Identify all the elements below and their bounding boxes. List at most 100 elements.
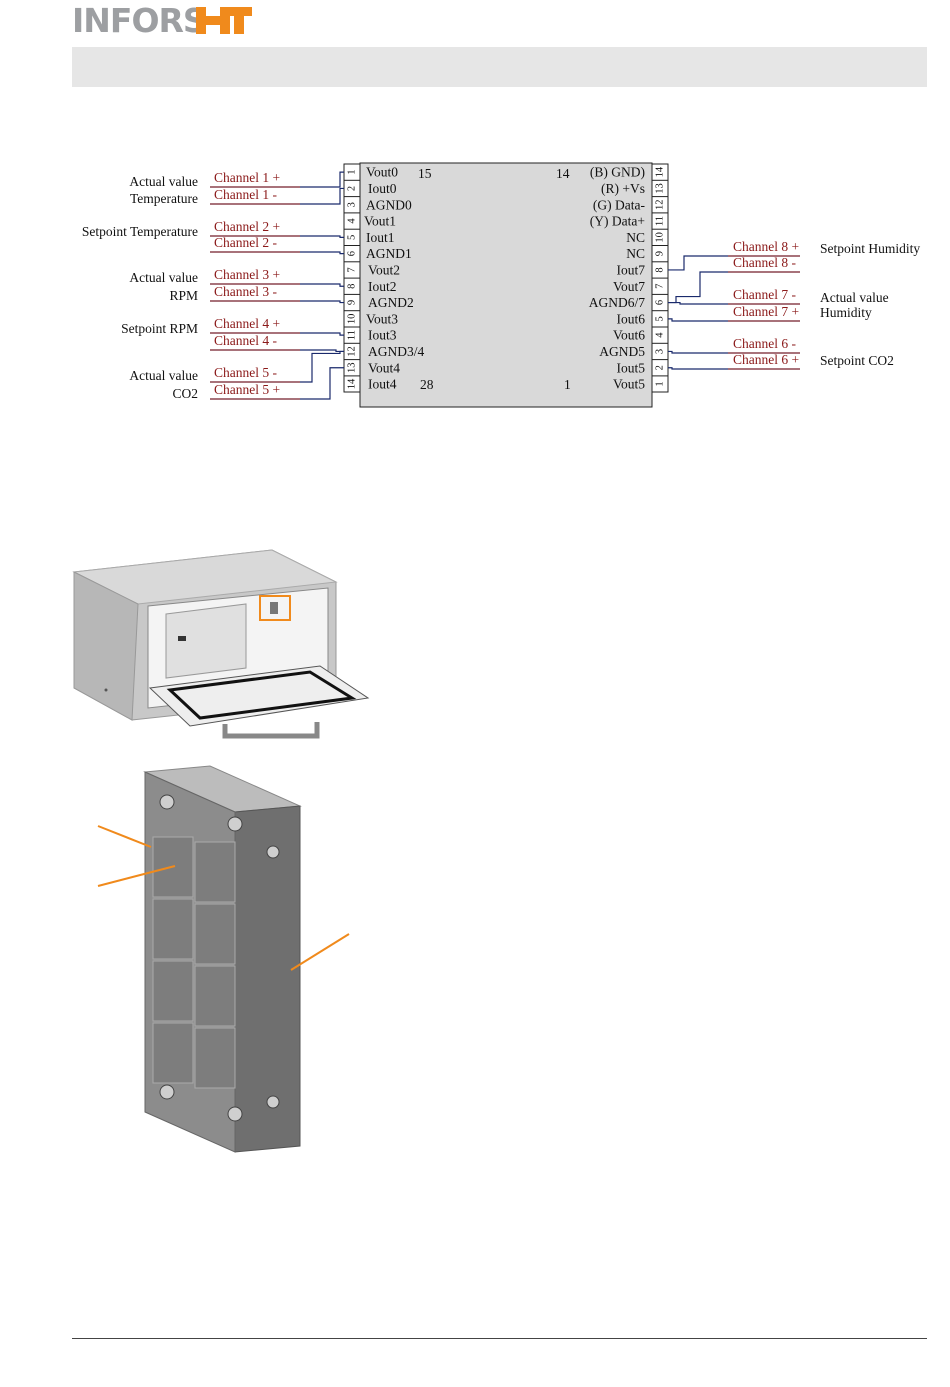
left-pin-label: Iout0 [368,181,397,196]
right-signal-label: Setpoint Humidity [820,241,920,256]
left-pin-label: Vout1 [364,214,396,229]
callout-line-2 [97,865,176,887]
right-pin-label: AGND6/7 [589,295,645,310]
right-pin-number: 4 [655,332,666,338]
right-pin-label: Vout6 [613,328,645,343]
left-corner-bottom: 28 [420,377,434,392]
left-channel-label: Channel 1 - [214,187,277,202]
left-channel-labels: Channel 1 +Channel 1 -Channel 2 +Channel… [210,170,300,400]
left-signal-label: Actual value [129,270,198,285]
right-pin-number: 13 [655,183,666,194]
right-pin-number: 3 [655,349,666,354]
left-pin-number: 11 [347,330,358,340]
right-pin-number: 6 [655,300,666,305]
left-channel-label: Channel 5 + [214,382,280,397]
right-channel-label: Channel 7 - [733,287,796,302]
right-channel-label: Channel 8 + [733,239,799,254]
right-pin-label: (B) GND) [590,165,645,180]
left-pin-label: Iout4 [368,377,397,392]
left-pin-label: Iout1 [366,230,395,245]
left-pin-number: 13 [347,363,358,374]
right-pin-number: 12 [655,200,666,211]
right-pin-label: Iout6 [617,311,646,326]
right-channel-label: Channel 6 - [733,336,796,351]
left-channel-label: Channel 3 + [214,267,280,282]
right-pin-label: Vout7 [613,279,645,294]
left-channel-label: Channel 4 + [214,316,280,331]
left-pin-number: 12 [347,346,358,357]
grid-insert [152,836,236,1089]
right-pin-number: 14 [655,166,666,177]
right-pin-number: 1 [655,381,666,386]
left-channel-label: Channel 2 - [214,235,277,250]
left-signal-label: Temperature [130,191,198,206]
left-pin-number: 8 [347,284,358,289]
right-channel-labels: Channel 8 +Channel 8 -Channel 7 -Channel… [728,239,800,370]
left-signal-label: Actual value [129,174,198,189]
left-pin-number: 9 [347,300,358,305]
right-pin-label: Iout5 [617,360,646,375]
right-pin-label: NC [626,246,645,261]
right-pin-label: (R) +Vs [601,181,645,196]
left-pin-label: AGND1 [366,246,412,261]
right-pin-label: (Y) Data+ [590,214,645,229]
right-pin-number: 8 [655,267,666,272]
connector-plug-illustration [97,765,350,1153]
left-pin-label: AGND3/4 [368,344,424,359]
left-pin-number: 7 [347,267,358,272]
ht-logo-mark [196,7,252,34]
right-pin-number: 10 [655,232,666,243]
left-pin-number: 14 [347,378,358,389]
callout-line-1 [97,825,152,848]
footer-rule [72,1338,927,1339]
right-corner-bottom: 1 [564,377,571,392]
right-pin-strip: 14 13 12 11 10 9 8 7 6 5 4 3 2 1 [652,166,668,387]
left-pin-number: 2 [347,186,358,191]
right-corner-top: 14 [556,166,570,181]
right-pin-number: 5 [655,316,666,321]
left-pin-number: 4 [347,218,358,224]
left-corner-top: 15 [418,166,432,181]
right-signal-label: Setpoint CO2 [820,353,894,368]
right-pin-number: 2 [655,365,666,370]
left-pin-label: AGND2 [368,295,414,310]
screw-holes [159,794,280,1122]
right-channel-label: Channel 7 + [733,304,799,319]
left-pin-label: Vout0 [366,165,398,180]
right-pin-number: 9 [655,251,666,256]
device-open-door-illustration [72,549,370,739]
left-pin-number: 6 [347,251,358,256]
left-channel-label: Channel 5 - [214,365,277,380]
left-pin-labels: Vout0Iout0AGND0Vout1Iout1AGND1Vout2Iout2… [364,165,424,392]
right-pin-label: (G) Data- [593,197,646,212]
left-pin-label: Vout3 [366,311,398,326]
right-pin-label: Vout5 [613,377,645,392]
right-channel-label: Channel 6 + [733,352,799,367]
right-pin-number: 7 [655,284,666,289]
left-signal-label: Actual value [129,368,198,383]
right-pin-label: Iout7 [617,262,646,277]
left-pin-label: AGND0 [366,197,412,212]
left-signal-label: Setpoint Temperature [82,224,198,239]
right-pin-number: 11 [655,216,666,226]
left-pin-number: 5 [347,235,358,240]
left-signal-label: RPM [169,288,198,303]
callout-line-3 [290,933,350,971]
right-pin-labels: (B) GND)(R) +Vs(G) Data-(Y) Data+NCNCIou… [589,165,646,392]
left-pin-label: Vout2 [368,262,400,277]
logo-text: INFORS [72,2,206,38]
left-channel-label: Channel 4 - [214,333,277,348]
left-signal-label: Setpoint RPM [121,321,198,336]
left-pin-label: Iout3 [368,328,397,343]
right-pin-label: NC [626,230,645,245]
left-pin-label: Vout4 [368,360,400,375]
left-channel-label: Channel 3 - [214,284,277,299]
left-pin-number: 3 [347,202,358,207]
left-pin-number: 10 [347,314,358,325]
right-signal-label: Humidity [820,305,872,320]
left-channel-label: Channel 2 + [214,219,280,234]
